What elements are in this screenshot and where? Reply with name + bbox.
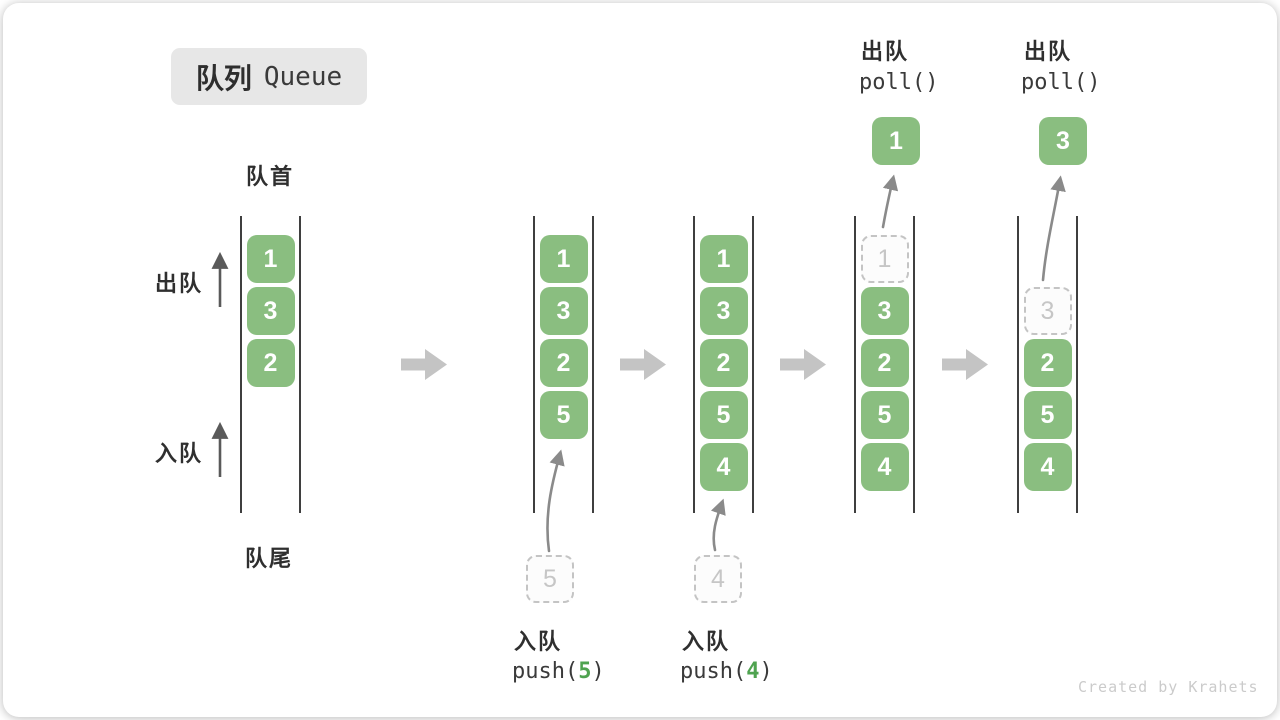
queue-item: 3 — [539, 287, 588, 335]
queue-state-5: 3 2 5 4 — [1017, 216, 1078, 513]
watermark: Created by Krahets — [1078, 678, 1259, 696]
step-arrow-icon — [620, 349, 666, 380]
code-push-2: push(4) — [680, 659, 773, 684]
queue-state-4: 1 3 2 5 4 — [854, 216, 915, 513]
label-dequeue-top-2: 出队 — [1024, 39, 1073, 64]
queue-item: 4 — [860, 443, 909, 491]
queue-item: 3 — [860, 287, 909, 335]
code-poll-2: poll() — [1021, 70, 1101, 95]
queue-item: 1 — [699, 235, 748, 283]
queue-item: 2 — [539, 339, 588, 387]
queue-item: 3 — [699, 287, 748, 335]
label-queue-rear: 队尾 — [245, 546, 294, 571]
queue-item: 1 — [539, 235, 588, 283]
queue-item-ghost: 1 — [860, 235, 909, 283]
code-push-2-prefix: push( — [680, 659, 747, 684]
queue-state-3: 1 3 2 5 4 — [693, 216, 754, 513]
step-arrow-icon — [401, 349, 447, 380]
label-dequeue-left: 出队 — [155, 271, 204, 296]
pushed-value-ghost-2: 4 — [694, 555, 742, 603]
code-poll-1: poll() — [859, 70, 939, 95]
code-push-2-arg: 4 — [746, 659, 760, 684]
pushed-value-ghost-1: 5 — [526, 555, 574, 603]
queue-item: 5 — [699, 391, 748, 439]
step-arrow-icon — [942, 349, 988, 380]
title-zh: 队列 — [195, 62, 252, 94]
label-enqueue-bottom-1: 入队 — [514, 629, 563, 654]
queue-item: 5 — [539, 391, 588, 439]
polled-value-2: 3 — [1039, 117, 1087, 165]
label-queue-front: 队首 — [246, 164, 295, 189]
title-badge: 队列 Queue — [171, 48, 367, 105]
queue-item: 2 — [699, 339, 748, 387]
queue-item-ghost: 3 — [1023, 287, 1072, 335]
code-push-1-suffix: ) — [591, 659, 605, 684]
label-enqueue-left: 入队 — [155, 441, 204, 466]
label-dequeue-top-1: 出队 — [861, 39, 910, 64]
queue-item: 2 — [860, 339, 909, 387]
queue-state-2: 1 3 2 5 — [533, 216, 594, 513]
diagram-canvas: 队列 Queue 队首 队尾 出队 入队 1 3 2 1 3 2 5 1 3 2… — [3, 3, 1277, 717]
queue-item: 1 — [246, 235, 295, 283]
title-en: Queue — [263, 61, 343, 92]
label-enqueue-bottom-2: 入队 — [682, 629, 731, 654]
code-push-1-arg: 5 — [578, 659, 592, 684]
queue-item: 5 — [860, 391, 909, 439]
code-push-2-suffix: ) — [759, 659, 773, 684]
queue-item: 3 — [246, 287, 295, 335]
queue-item: 4 — [1023, 443, 1072, 491]
queue-item: 4 — [699, 443, 748, 491]
queue-item: 2 — [1023, 339, 1072, 387]
step-arrow-icon — [780, 349, 826, 380]
queue-item: 5 — [1023, 391, 1072, 439]
code-push-1-prefix: push( — [512, 659, 579, 684]
queue-item: 2 — [246, 339, 295, 387]
polled-value-1: 1 — [872, 117, 920, 165]
queue-state-1: 1 3 2 — [240, 216, 301, 513]
code-push-1: push(5) — [512, 659, 605, 684]
